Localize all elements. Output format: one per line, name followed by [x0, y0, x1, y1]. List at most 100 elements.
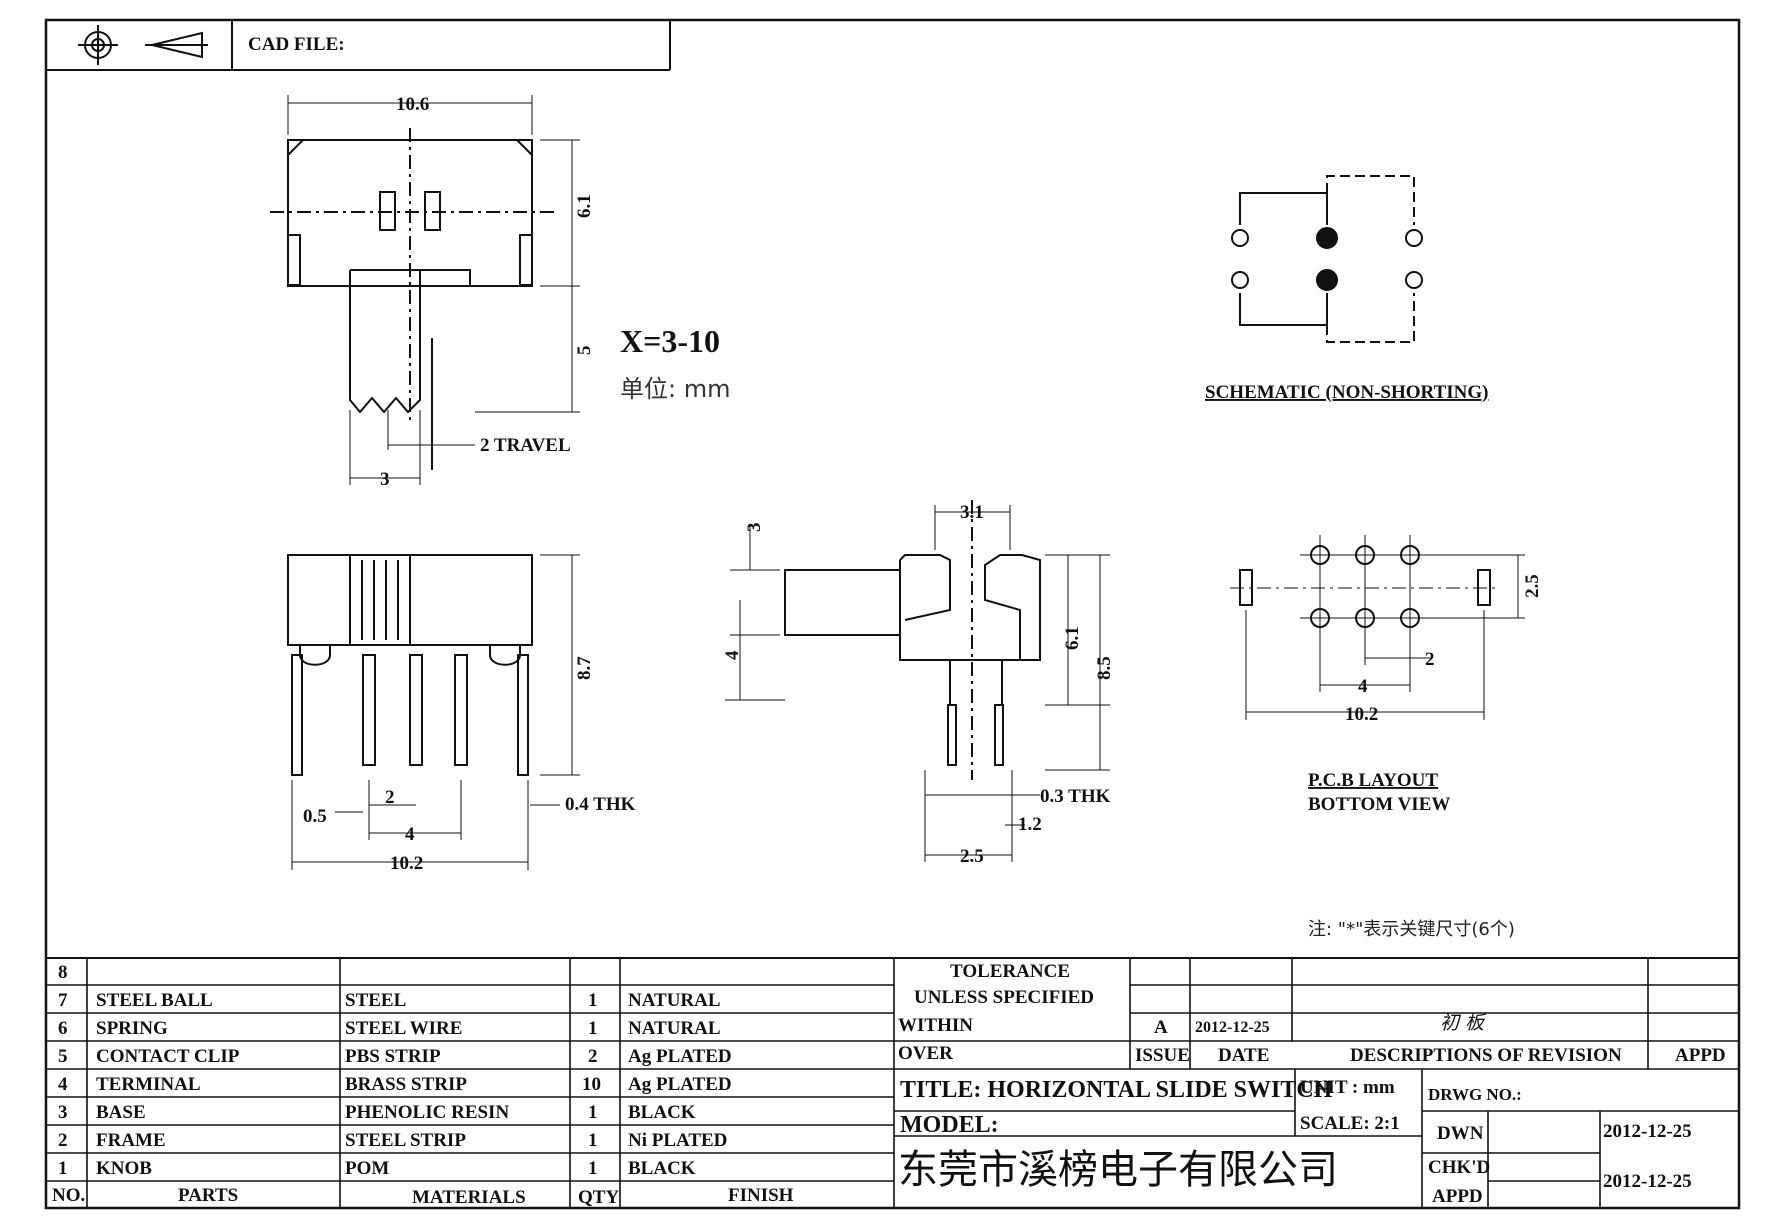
- bom-header-no: NO.: [52, 1185, 86, 1206]
- dim-side-pin: 1.2: [1018, 814, 1042, 835]
- dwn-label: DWN: [1437, 1123, 1484, 1144]
- bom-row-5-no: 5: [58, 1046, 68, 1067]
- tolerance-label: TOLERANCE: [950, 961, 1071, 982]
- bom-row-3-no: 3: [58, 1102, 68, 1123]
- dim-side-knob-side: 4: [722, 650, 743, 660]
- dim-top-width: 10.6: [396, 94, 429, 115]
- unit-label: UNIT : mm: [1300, 1077, 1395, 1098]
- bom-row-5-part: CONTACT CLIP: [96, 1046, 240, 1067]
- bom-row-7-no: 7: [58, 990, 68, 1011]
- pcb-layout: [1230, 535, 1525, 720]
- dim-knob: 3: [380, 469, 390, 490]
- bom-row-1-finish: BLACK: [628, 1158, 696, 1179]
- bom-row-4-material: BRASS STRIP: [345, 1074, 467, 1095]
- drawing-title: TITLE: HORIZONTAL SLIDE SWITCH: [900, 1077, 1333, 1103]
- bom-header-qty: QTY: [578, 1187, 620, 1208]
- title-block-grid: [46, 958, 1739, 1208]
- bom-row-6-finish: NATURAL: [628, 1018, 721, 1039]
- appd-label: APPD: [1432, 1186, 1483, 1207]
- bom-row-4-qty: 10: [582, 1074, 601, 1095]
- bom-header-parts: PARTS: [178, 1185, 239, 1206]
- dim-lever: 5: [574, 346, 595, 356]
- projection-symbol-icon: [78, 25, 208, 65]
- dim-pcb-overall: 10.2: [1345, 704, 1378, 725]
- dim-front-thk: 0.4 THK: [565, 794, 636, 815]
- dim-side-total: 8.5: [1094, 656, 1115, 680]
- unit-note: 单位: mm: [620, 375, 730, 403]
- bom-row-1-material: POM: [345, 1158, 390, 1179]
- bom-row-1-qty: 1: [588, 1158, 598, 1179]
- over-label: OVER: [898, 1043, 953, 1064]
- side-view: [725, 500, 1110, 862]
- bom-row-2-part: FRAME: [96, 1130, 166, 1151]
- front-view: [287, 554, 580, 870]
- schematic: [1231, 175, 1423, 343]
- bom-row-7-qty: 1: [588, 990, 598, 1011]
- dim-side-spacing: 2.5: [960, 846, 984, 867]
- bom-row-4-part: TERMINAL: [96, 1074, 201, 1095]
- dim-pin-width: 0.5: [303, 806, 327, 827]
- dim-pcb-pitch-v: 2.5: [1522, 574, 1543, 598]
- date-header: DATE: [1218, 1045, 1270, 1066]
- bom-row-4-no: 4: [58, 1074, 68, 1095]
- top-view: [270, 95, 580, 485]
- appd-header: APPD: [1675, 1045, 1726, 1066]
- bom-row-5-qty: 2: [588, 1046, 598, 1067]
- bom-row-3-qty: 1: [588, 1102, 598, 1123]
- bom-header-materials: MATERIALS: [412, 1187, 526, 1208]
- bom-row-6-material: STEEL WIRE: [345, 1018, 463, 1039]
- bom-row-6-no: 6: [58, 1018, 68, 1039]
- rev-letter: A: [1154, 1017, 1168, 1038]
- rev-date: 2012-12-25: [1195, 1019, 1270, 1036]
- bom-row-7-material: STEEL: [345, 990, 407, 1011]
- bom-row-3-finish: BLACK: [628, 1102, 696, 1123]
- dim-pitch-4: 4: [405, 824, 415, 845]
- schematic-label: SCHEMATIC (NON-SHORTING): [1205, 382, 1488, 403]
- drawing-number-label: DRWG NO.:: [1428, 1085, 1522, 1104]
- dim-side-knob-h: 3: [744, 523, 765, 533]
- bom-row-5-material: PBS STRIP: [345, 1046, 441, 1067]
- bom-row-1-no: 1: [58, 1158, 68, 1179]
- bom-row-1-part: KNOB: [96, 1158, 152, 1179]
- bom-row-7-part: STEEL BALL: [96, 990, 213, 1011]
- bom-row-3-part: BASE: [96, 1102, 146, 1123]
- bom-row-3-material: PHENOLIC RESIN: [345, 1102, 510, 1123]
- rev-description: 初 板: [1440, 1012, 1485, 1034]
- dim-pitch-2: 2: [385, 787, 395, 808]
- dim-side-thk: 0.3 THK: [1040, 786, 1111, 807]
- dim-top-height: 6.1: [574, 194, 595, 218]
- bom-header-finish: FINISH: [728, 1185, 794, 1206]
- company-name: 东莞市溪榜电子有限公司: [898, 1147, 1338, 1193]
- bom-row-2-finish: Ni PLATED: [628, 1130, 728, 1151]
- variant-label: X=3-10: [620, 323, 720, 359]
- bom-row-5-finish: Ag PLATED: [628, 1046, 732, 1067]
- bom-row-4-finish: Ag PLATED: [628, 1074, 732, 1095]
- description-header: DESCRIPTIONS OF REVISION: [1350, 1045, 1622, 1066]
- dwn-date: 2012-12-25: [1603, 1121, 1692, 1142]
- key-dimension-note: 注: "*"表示关键尺寸(6个): [1308, 919, 1515, 940]
- pcb-sub-label: BOTTOM VIEW: [1308, 794, 1450, 815]
- bom-row-7-finish: NATURAL: [628, 990, 721, 1011]
- dim-front-height: 8.7: [574, 656, 595, 680]
- dim-side-body: 6.1: [1062, 626, 1083, 650]
- dim-travel: 2 TRAVEL: [480, 435, 571, 456]
- dim-side-top: 3.1: [960, 502, 984, 523]
- bom-row-2-qty: 1: [588, 1130, 598, 1151]
- cad-file-label: CAD FILE:: [248, 34, 345, 55]
- bom-row-6-part: SPRING: [96, 1018, 168, 1039]
- tolerance-unless: UNLESS SPECIFIED: [914, 987, 1095, 1008]
- dim-pcb-pitch-4: 4: [1358, 676, 1368, 697]
- bom-row-2-material: STEEL STRIP: [345, 1130, 466, 1151]
- model-label: MODEL:: [900, 1112, 999, 1138]
- bom-row-2-no: 2: [58, 1130, 68, 1151]
- scale-label: SCALE: 2:1: [1300, 1113, 1400, 1134]
- bom-row-8-no: 8: [58, 962, 68, 983]
- appd-date: 2012-12-25: [1603, 1171, 1692, 1192]
- bom-row-6-qty: 1: [588, 1018, 598, 1039]
- dim-front-overall: 10.2: [390, 853, 423, 874]
- issue-header: ISSUE: [1135, 1045, 1190, 1066]
- chkd-label: CHK'D: [1428, 1157, 1491, 1178]
- dim-pcb-pitch-2: 2: [1425, 649, 1435, 670]
- within-label: WITHIN: [898, 1015, 973, 1036]
